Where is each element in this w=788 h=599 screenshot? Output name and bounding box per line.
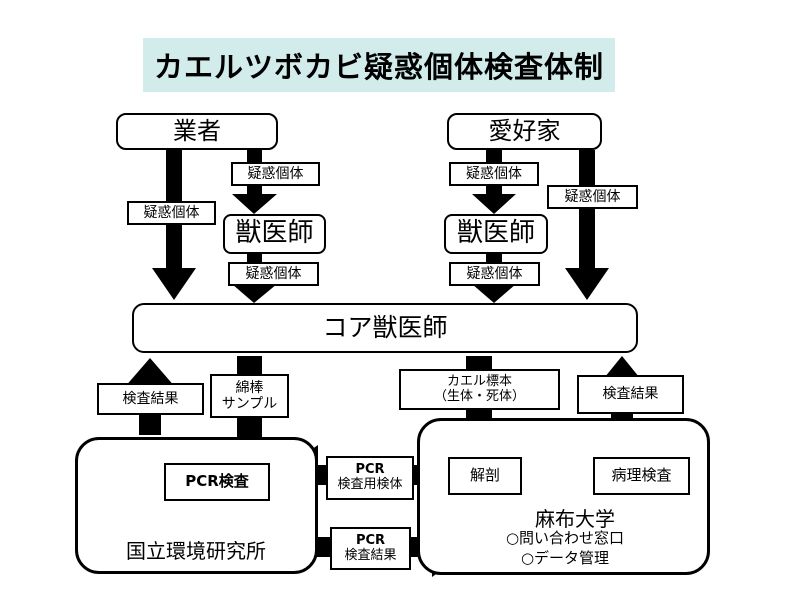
pcr-result-line-1: PCR [355,532,386,548]
azabu-role-data: ○データ管理 [520,549,610,567]
node-azabu-label: 麻布大学 [535,507,615,531]
edge-label-suspect: 疑惑個体 [228,262,319,286]
edge-label-suspect: 疑惑個体 [449,162,539,186]
specimen-line-1: カエル標本 [446,373,512,389]
edge-label-suspect: 疑惑個体 [127,201,216,225]
node-vet-left: 獣医師 [223,214,326,254]
edge-label-swab: 綿棒 サンプル [210,374,289,418]
edge-label-suspect: 疑惑個体 [547,185,638,209]
node-nies-container [75,437,318,574]
swab-line-2: サンプル [221,396,278,412]
node-gyosha: 業者 [116,113,278,150]
arrow-gyosha-to-core [152,150,196,300]
node-aikoka: 愛好家 [447,113,602,150]
edge-label-pcr-result: PCR 検査結果 [330,527,411,570]
node-azabu-container [417,418,710,575]
node-vet-right: 獣医師 [444,214,548,254]
node-byori: 病理検査 [593,457,690,495]
page-title: カエルツボカビ疑惑個体検査体制 [143,38,615,92]
pcr-sample-line-1: PCR [355,462,385,478]
edge-label-pcr-sample: PCR 検査用検体 [326,456,414,500]
edge-label-result-right: 検査結果 [577,375,684,414]
pcr-sample-line-2: 検査用検体 [337,477,403,492]
node-pcr-test: PCR検査 [164,463,270,501]
edge-label-suspect: 疑惑個体 [231,162,320,186]
node-nies-label: 国立環境研究所 [126,539,266,563]
azabu-role-contact: ○問い合わせ窓口 [505,529,625,547]
node-kaibo: 解剖 [448,457,522,495]
arrow-aikoka-to-core [565,150,609,300]
pcr-result-line-2: 検査結果 [344,547,397,563]
edge-label-result-left: 検査結果 [97,383,204,415]
edge-label-suspect: 疑惑個体 [449,262,540,286]
node-core-vet: コア獣医師 [132,303,638,353]
swab-line-1: 綿棒 [235,379,264,396]
edge-label-specimen: カエル標本 （生体・死体） [399,369,560,410]
specimen-line-2: （生体・死体） [433,388,525,404]
